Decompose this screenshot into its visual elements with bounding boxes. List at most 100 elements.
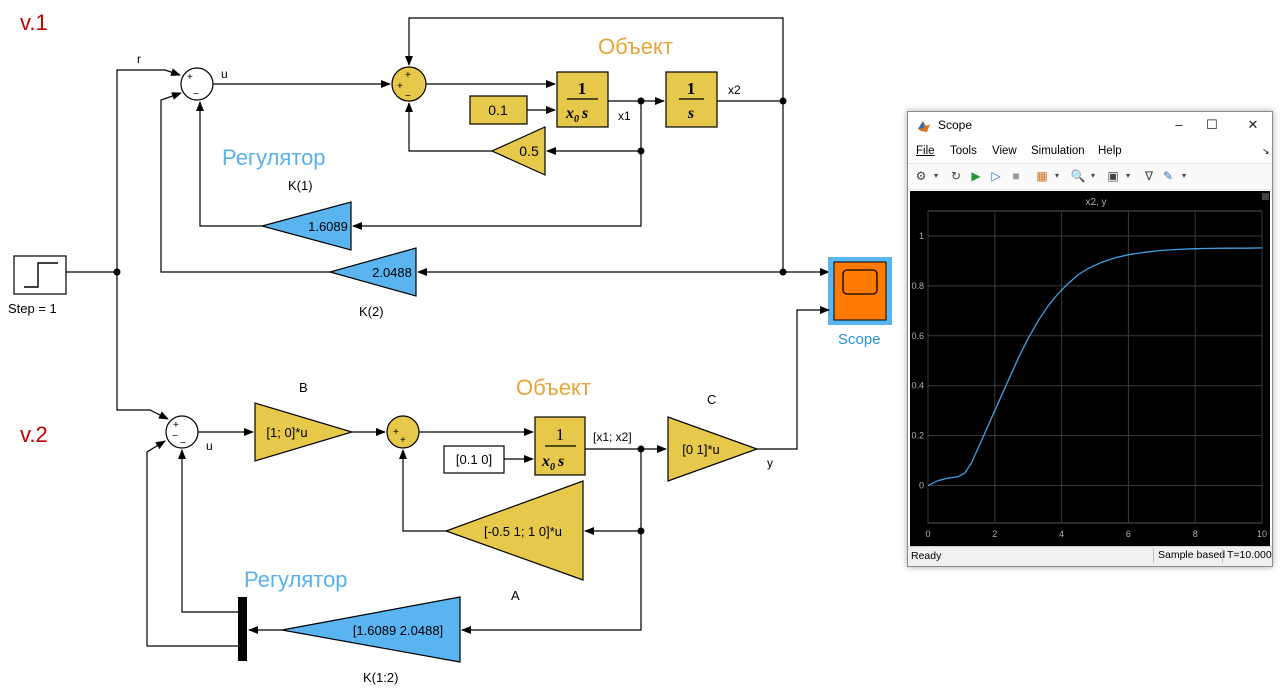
scope-window[interactable]: Scope – ☐ ✕ File Tools View Simulation H… bbox=[907, 111, 1273, 567]
v1-initial-condition-constant[interactable]: 0.1 bbox=[469, 95, 528, 125]
highlight-icon[interactable]: ▦ bbox=[1036, 169, 1048, 183]
y-tick-label: 0 bbox=[919, 481, 924, 491]
step-back-icon[interactable]: ↻ bbox=[950, 169, 962, 183]
step-forward-icon[interactable]: ▷ bbox=[991, 169, 1001, 183]
v2-junction-dots bbox=[637, 445, 645, 535]
v1-gain-feedback[interactable]: 0.5 bbox=[490, 126, 546, 176]
v1-integrator-x2[interactable]: 1 s bbox=[665, 71, 718, 128]
v2-gain-b-label: B bbox=[299, 380, 308, 395]
v1-int2-den: s bbox=[687, 105, 694, 122]
y-tick-label: 0.6 bbox=[911, 331, 924, 341]
v2-gain-k-label: K(1:2) bbox=[363, 670, 398, 685]
v2-sum-block-1[interactable]: + − − bbox=[165, 415, 199, 449]
cursor-measurements-icon[interactable]: ∇ bbox=[1144, 169, 1154, 183]
plot-axes-frame bbox=[927, 210, 1263, 524]
menu-overflow-icon[interactable]: ↘ bbox=[1262, 146, 1270, 156]
run-icon[interactable]: ▶ bbox=[971, 169, 981, 183]
version-label-v1: v.1 bbox=[20, 10, 48, 35]
style-icon[interactable]: ✎ bbox=[1162, 169, 1174, 183]
close-icon[interactable]: ✕ bbox=[1247, 117, 1259, 132]
style-dropdown-icon[interactable]: ▾ bbox=[1181, 171, 1186, 180]
plot-expand-icon[interactable] bbox=[1262, 193, 1269, 200]
highlight-dropdown-icon[interactable]: ▾ bbox=[1054, 171, 1059, 180]
v2-sum1-sign-plus: + bbox=[173, 420, 179, 431]
v2-sum-block-2[interactable]: + + bbox=[386, 415, 420, 449]
plot-grid bbox=[927, 210, 1263, 524]
y-tick-label: 0.8 bbox=[911, 281, 924, 291]
v2-wires bbox=[116, 272, 830, 647]
v2-demux-block[interactable] bbox=[238, 597, 247, 661]
v2-gain-b[interactable]: [1; 0]*u bbox=[254, 402, 355, 462]
zoom-icon[interactable]: 🔍 bbox=[1070, 169, 1086, 183]
scope-block[interactable] bbox=[828, 257, 892, 325]
x-tick-label: 4 bbox=[1059, 529, 1064, 539]
menu-file[interactable]: File bbox=[916, 145, 935, 157]
v1-gain-k2[interactable]: 2.0488 bbox=[327, 247, 417, 297]
status-mode: Sample based bbox=[1153, 548, 1229, 563]
scope-toolbar: ⚙ ▾ ↻ ▶ ▷ ■ ▦ ▾ 🔍 ▾ ▣ ▾ ∇ ✎ ▾ bbox=[908, 163, 1272, 190]
v2-gain-k[interactable]: [1.6089 2.0488] bbox=[281, 596, 461, 663]
y-tick-label: 0.4 bbox=[911, 381, 924, 391]
v1-signal-x1: x1 bbox=[618, 109, 631, 123]
matlab-app-icon bbox=[918, 121, 930, 132]
minimize-icon[interactable]: – bbox=[1175, 117, 1183, 132]
autoscale-icon[interactable]: ▣ bbox=[1107, 169, 1119, 183]
v2-initial-condition-constant[interactable]: [0.1 0] bbox=[443, 445, 505, 474]
plot-trace-line bbox=[927, 247, 1263, 487]
v1-gain-feedback-value: 0.5 bbox=[519, 143, 539, 159]
y-tick-label: 1 bbox=[919, 231, 924, 241]
menu-simulation[interactable]: Simulation bbox=[1031, 145, 1085, 157]
step-block[interactable] bbox=[13, 255, 67, 295]
menu-help[interactable]: Help bbox=[1098, 145, 1122, 157]
menu-tools[interactable]: Tools bbox=[950, 145, 977, 157]
v2-int-num: 1 bbox=[556, 425, 565, 444]
zoom-dropdown-icon[interactable]: ▾ bbox=[1090, 171, 1095, 180]
v1-sum-block-1[interactable]: + − bbox=[180, 67, 214, 101]
v1-int2-num: 1 bbox=[687, 79, 696, 98]
settings-dropdown-icon[interactable]: ▾ bbox=[933, 171, 938, 180]
v2-controller-title: Регулятор bbox=[244, 567, 348, 592]
plot-tick-labels: 0 2 4 6 8 10 0 0.2 0.4 0.6 0.8 1 bbox=[911, 231, 1267, 539]
v1-const-value: 0.1 bbox=[488, 102, 508, 118]
x-tick-label: 10 bbox=[1257, 529, 1267, 539]
v1-junction-dots bbox=[113, 97, 787, 276]
v2-gain-c-label: C bbox=[707, 392, 716, 407]
v2-sum2-sign-plus1: + bbox=[393, 427, 399, 438]
y-tick-label: 0.2 bbox=[911, 431, 924, 441]
v1-sum1-sign-plus: + bbox=[187, 72, 193, 83]
v1-sum1-sign-minus: − bbox=[193, 89, 199, 100]
v1-int1-num: 1 bbox=[578, 79, 587, 98]
settings-gear-icon[interactable]: ⚙ bbox=[915, 169, 927, 183]
v1-sum-block-2[interactable]: + + − bbox=[391, 66, 427, 102]
v2-gain-c-value: [0 1]*u bbox=[682, 442, 720, 457]
maximize-icon[interactable]: ☐ bbox=[1206, 117, 1218, 132]
v1-gain-k1[interactable]: 1.6089 bbox=[259, 201, 352, 251]
v2-diagram: Объект Регулятор + − − + + [1; 0]*u B 1 … bbox=[116, 272, 830, 685]
menu-view[interactable]: View bbox=[992, 145, 1017, 157]
v1-sum2-sign-plus-top: + bbox=[405, 70, 411, 81]
x-tick-label: 2 bbox=[992, 529, 997, 539]
x-tick-label: 6 bbox=[1126, 529, 1131, 539]
x-tick-label: 8 bbox=[1193, 529, 1198, 539]
v1-controller-title: Регулятор bbox=[222, 145, 326, 170]
scope-titlebar[interactable]: Scope – ☐ ✕ bbox=[908, 112, 1272, 139]
scope-block-label: Scope bbox=[838, 331, 881, 348]
v2-gain-a-value: [-0.5 1; 1 0]*u bbox=[484, 524, 562, 539]
v2-sum1-sign-minus2: − bbox=[180, 438, 186, 449]
v2-signal-x: [x1; x2] bbox=[593, 430, 632, 444]
autoscale-dropdown-icon[interactable]: ▾ bbox=[1125, 171, 1130, 180]
status-ready: Ready bbox=[911, 550, 942, 562]
stop-icon[interactable]: ■ bbox=[1012, 169, 1020, 183]
v2-gain-k-value: [1.6089 2.0488] bbox=[353, 623, 443, 638]
x-tick-label: 0 bbox=[925, 529, 930, 539]
v2-gain-c[interactable]: [0 1]*u bbox=[667, 416, 759, 482]
v1-sum2-sign-minus: − bbox=[405, 91, 411, 102]
v2-gain-a[interactable]: [-0.5 1; 1 0]*u bbox=[444, 480, 584, 581]
v1-sum2-sign-plus-left: + bbox=[397, 81, 403, 92]
